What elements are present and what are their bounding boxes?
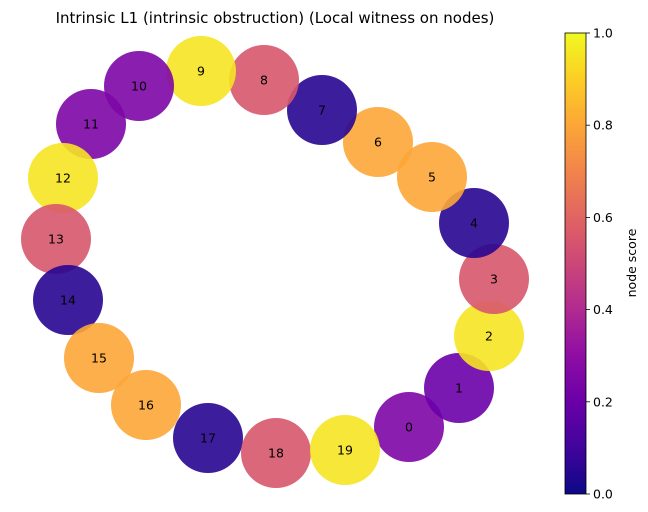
node-19: 19	[310, 415, 380, 485]
node-label-15: 15	[91, 351, 107, 366]
node-circle-18	[241, 418, 311, 488]
node-6: 6	[343, 107, 413, 177]
node-13: 13	[21, 204, 91, 274]
node-label-17: 17	[200, 431, 216, 446]
node-label-16: 16	[138, 398, 154, 413]
node-circle-6	[343, 107, 413, 177]
colorbar-tick-label: 0.6	[593, 210, 613, 225]
node-label-2: 2	[485, 329, 493, 344]
node-circle-15	[64, 323, 134, 393]
node-circle-0	[374, 392, 444, 462]
node-9: 9	[166, 36, 236, 106]
colorbar-tick-label: 0.8	[593, 118, 613, 133]
node-16: 16	[111, 370, 181, 440]
node-label-5: 5	[428, 170, 436, 185]
node-circle-10	[104, 51, 174, 121]
node-circle-16	[111, 370, 181, 440]
node-17: 17	[173, 403, 243, 473]
node-0: 0	[374, 392, 444, 462]
node-circle-19	[310, 415, 380, 485]
node-label-19: 19	[337, 443, 353, 458]
colorbar: 0.0 0.2 0.4 0.6 0.8 1.0 node score	[564, 26, 639, 502]
node-label-10: 10	[131, 79, 147, 94]
node-14: 14	[33, 265, 103, 335]
node-label-6: 6	[374, 135, 382, 150]
node-circle-17	[173, 403, 243, 473]
node-18: 18	[241, 418, 311, 488]
node-circle-5	[397, 142, 467, 212]
node-label-14: 14	[60, 293, 76, 308]
node-label-9: 9	[197, 64, 205, 79]
node-2: 2	[454, 301, 524, 371]
node-label-18: 18	[268, 446, 284, 461]
node-7: 7	[287, 75, 357, 145]
colorbar-label: node score	[624, 228, 639, 297]
node-circle-9	[166, 36, 236, 106]
node-circle-3	[459, 244, 529, 314]
node-circle-7	[287, 75, 357, 145]
node-circle-13	[21, 204, 91, 274]
colorbar-tick-label: 0.4	[593, 302, 613, 317]
node-circle-1	[424, 353, 494, 423]
node-circle-12	[28, 143, 98, 213]
node-label-12: 12	[55, 171, 71, 186]
node-4: 4	[439, 188, 509, 258]
node-5: 5	[397, 142, 467, 212]
node-10: 10	[104, 51, 174, 121]
colorbar-tick-label: 0.0	[593, 487, 613, 502]
node-label-3: 3	[490, 272, 498, 287]
colorbar-gradient	[564, 32, 587, 495]
node-label-4: 4	[470, 216, 478, 231]
node-circle-4	[439, 188, 509, 258]
chart-title: Intrinsic L1 (intrinsic obstruction) (Lo…	[56, 9, 495, 27]
node-label-0: 0	[405, 420, 413, 435]
node-11: 11	[56, 89, 126, 159]
colorbar-tick-label: 1.0	[593, 26, 613, 41]
node-circle-2	[454, 301, 524, 371]
node-label-13: 13	[48, 232, 64, 247]
node-1: 1	[424, 353, 494, 423]
node-label-7: 7	[318, 103, 326, 118]
node-12: 12	[28, 143, 98, 213]
node-label-11: 11	[83, 117, 99, 132]
node-circle-14	[33, 265, 103, 335]
node-label-8: 8	[260, 73, 268, 88]
node-circle-11	[56, 89, 126, 159]
colorbar-tick-label: 0.2	[593, 394, 613, 409]
node-3: 3	[459, 244, 529, 314]
node-label-1: 1	[455, 381, 463, 396]
node-15: 15	[64, 323, 134, 393]
node-8: 8	[229, 45, 299, 115]
colorbar-ticks: 0.0 0.2 0.4 0.6 0.8 1.0	[586, 26, 613, 502]
node-circle-8	[229, 45, 299, 115]
